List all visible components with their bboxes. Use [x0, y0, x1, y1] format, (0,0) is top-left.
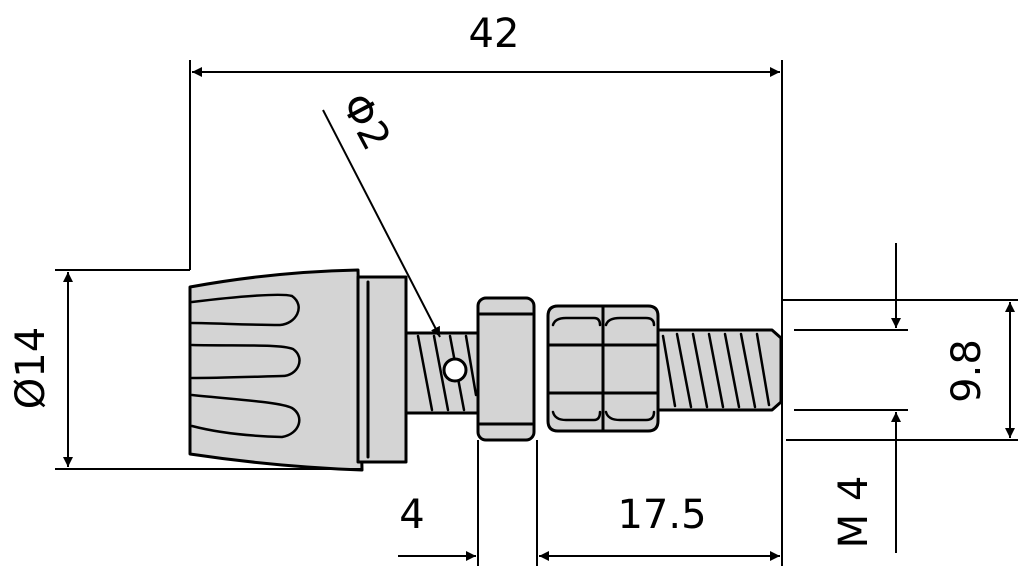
collar-width-label: 4	[399, 492, 424, 538]
cap-flange	[356, 275, 408, 464]
terminal-part	[188, 268, 783, 472]
overall-length-label: 42	[469, 11, 520, 57]
bolt-threads	[661, 332, 771, 409]
cross-hole	[442, 357, 468, 383]
envelope-label: 9.8	[944, 339, 990, 403]
hole-leader	[322, 109, 441, 338]
body-diameter-label: Ø14	[8, 327, 54, 409]
thread-size-label: M 4	[831, 476, 877, 549]
collar	[476, 296, 536, 442]
cap-flutes	[190, 293, 301, 439]
thread-length-label: 17.5	[617, 492, 706, 538]
dimension-lines	[55, 60, 1018, 566]
